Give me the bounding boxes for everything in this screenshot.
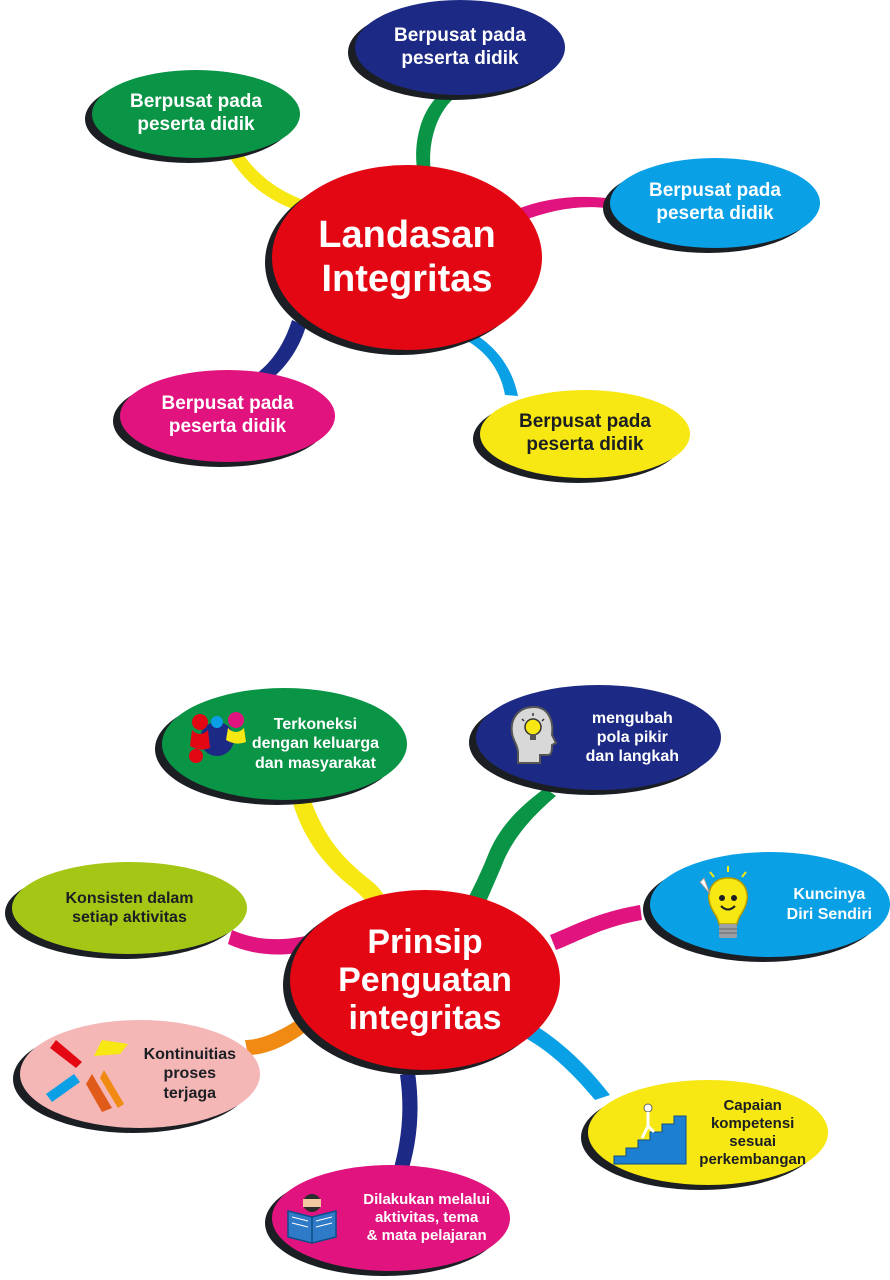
label-line: sesuai [729, 1132, 776, 1150]
node-face: Kontinuitias proses terjaga [20, 1020, 260, 1128]
node-label: Berpusat pada peserta didik [649, 180, 781, 226]
node-label: Berpusat pada peserta didik [130, 91, 262, 137]
label-line: Prinsip [367, 922, 483, 961]
node-face: Berpusat pada peserta didik [120, 370, 335, 462]
label-line: Diri Sendiri [786, 905, 872, 923]
node-face: Capaian kompetensi sesuai perkembangan [588, 1080, 828, 1185]
label-line: Kuncinya [793, 886, 866, 904]
label-line: peserta didik [168, 416, 287, 437]
label-line: perkembangan [699, 1150, 806, 1168]
label-line: Berpusat pada [130, 91, 262, 113]
connector-pola-pikir [468, 788, 556, 902]
label-line: terjaga [163, 1084, 217, 1102]
node-face: Berpusat pada peserta didik [355, 0, 565, 95]
label-line: Kontinuitias [143, 1046, 236, 1064]
center-label: Landasan Integritas [318, 214, 495, 301]
connector-kunci [550, 905, 642, 950]
node-label: Kontinuitias proses terjaga [144, 1045, 236, 1103]
node-center-landasan: Landasan Integritas [265, 165, 542, 355]
head-bulb-icon [510, 705, 558, 764]
node-face: Konsisten dalam setiap aktivitas [12, 862, 247, 954]
connector-keluarga [292, 798, 388, 908]
label-line: Dilakukan melalui [363, 1191, 490, 1208]
label-line: pola pikir [596, 728, 668, 746]
label-line: dan masyarakat [254, 754, 376, 772]
node-top: Berpusat pada peserta didik [348, 0, 565, 100]
label-line: dengan keluarga [251, 735, 379, 753]
node-konsisten: Konsisten dalam setiap aktivitas [5, 862, 247, 959]
label-line: Integritas [321, 257, 493, 300]
label-line: Konsisten dalam [65, 889, 194, 907]
node-label: Konsisten dalam setiap aktivitas [65, 889, 193, 927]
connector-lower-right [462, 330, 518, 396]
node-label: Berpusat pada peserta didik [162, 393, 294, 439]
connector-top [416, 88, 458, 178]
label-line: & mata pelajaran [366, 1227, 487, 1244]
label-line: peserta didik [526, 434, 644, 455]
label-line: Berpusat pada [161, 393, 294, 415]
node-label: Kuncinya Diri Sendiri [787, 885, 872, 923]
reader-book-icon [287, 1194, 337, 1244]
node-label: Terkoneksi dengan keluarga dan masyaraka… [252, 715, 379, 773]
node-keluarga: Terkoneksi dengan keluarga dan masyaraka… [155, 688, 407, 805]
node-label: Berpusat pada peserta didik [519, 411, 651, 457]
label-line: integritas [348, 999, 502, 1038]
label-line: setiap aktivitas [72, 909, 187, 926]
node-lower-left: Berpusat pada peserta didik [113, 370, 335, 467]
label-line: Berpusat pada [394, 24, 526, 46]
center-label: Prinsip Penguatan integritas [338, 923, 512, 1037]
connector-upper-left [230, 150, 318, 216]
node-label: Berpusat pada peserta didik [394, 25, 526, 71]
node-pola-pikir: mengubah pola pikir dan langkah [469, 685, 721, 795]
node-face: Landasan Integritas [272, 165, 542, 350]
connector-kontinuitas [245, 1018, 308, 1055]
node-right: Berpusat pada peserta didik [603, 158, 820, 253]
label-line: peserta didik [656, 203, 774, 224]
people-circle-icon [189, 712, 246, 765]
node-face: Berpusat pada peserta didik [92, 70, 300, 158]
node-center-prinsip: Prinsip Penguatan integritas [283, 890, 560, 1075]
hands-icon [46, 1040, 128, 1112]
connector-right [515, 196, 606, 222]
connector-lower-left [255, 320, 306, 380]
connector-capaian [520, 1022, 610, 1100]
label-line: Capaian [723, 1096, 782, 1114]
node-face: Kuncinya Diri Sendiri [650, 852, 890, 957]
node-face: Berpusat pada peserta didik [610, 158, 820, 248]
connector-konsisten [228, 930, 312, 955]
label-line: Terkoneksi [273, 716, 358, 734]
node-lower-right: Berpusat pada peserta didik [473, 390, 690, 483]
label-line: kompetensi [710, 1114, 795, 1132]
label-line: peserta didik [401, 47, 519, 69]
label-line: proses [163, 1065, 217, 1083]
label-line: mengubah [591, 709, 673, 727]
node-face: Berpusat pada peserta didik [480, 390, 690, 478]
node-label: Capaian kompetensi sesuai perkembangan [699, 1097, 806, 1169]
node-label: Dilakukan melalui aktivitas, tema & mata… [363, 1191, 490, 1245]
node-capaian: Capaian kompetensi sesuai perkembangan [581, 1080, 828, 1190]
label-line: Berpusat pada [519, 411, 651, 433]
node-kontinuitas: Kontinuitias proses terjaga [13, 1020, 260, 1133]
node-label: mengubah pola pikir dan langkah [586, 709, 679, 767]
label-line: peserta didik [137, 114, 255, 135]
label-line: Landasan [318, 213, 496, 256]
node-upper-left: Berpusat pada peserta didik [85, 70, 300, 163]
node-aktivitas: Dilakukan melalui aktivitas, tema & mata… [265, 1165, 510, 1276]
node-face: Prinsip Penguatan integritas [290, 890, 560, 1070]
label-line: dan langkah [585, 748, 679, 766]
node-kunci: Kuncinya Diri Sendiri [643, 852, 890, 962]
label-line: Berpusat pada [649, 180, 781, 202]
label-line: Penguatan [338, 960, 512, 999]
label-line: aktivitas, tema [374, 1209, 479, 1226]
stairs-climber-icon [613, 1103, 687, 1165]
lightbulb-character-icon [699, 866, 748, 938]
connector-aktivitas [392, 1072, 418, 1178]
